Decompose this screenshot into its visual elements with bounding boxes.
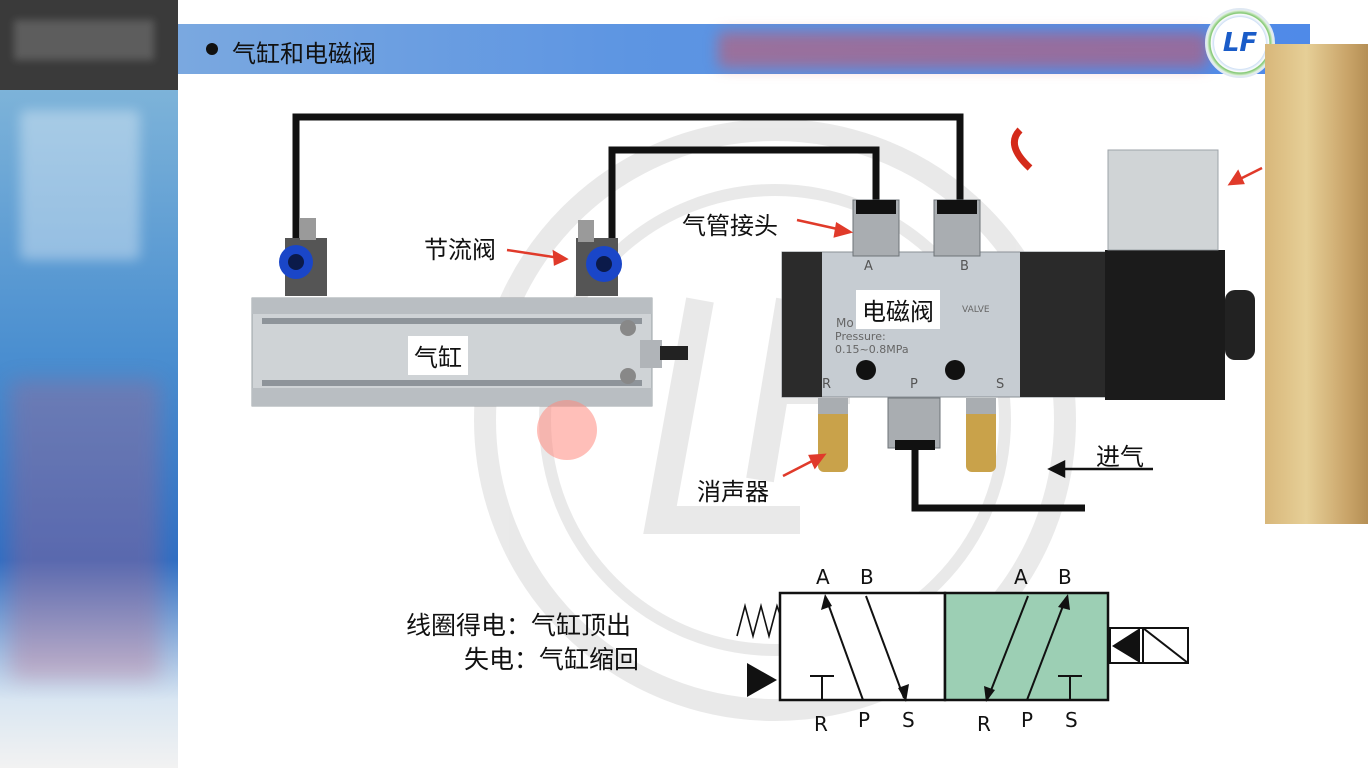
air-pipes [292, 113, 1085, 512]
valve-symbol: A B R P S A B R P S [736, 565, 1189, 736]
logo-text: LF [1222, 28, 1258, 58]
valve-port-label: P [910, 377, 918, 392]
valve-print-text: Mo [836, 316, 854, 330]
spring-icon [736, 602, 783, 640]
muffler-left [818, 398, 848, 472]
blurred-area [10, 380, 160, 680]
inlet-fitting [887, 397, 941, 450]
muffler-right [966, 398, 996, 472]
symbol-port-label: B [860, 565, 874, 589]
symbol-port-label: P [1021, 708, 1033, 732]
valve-left-position [778, 591, 947, 702]
bullet-icon [206, 43, 218, 55]
valve-port-label: B [960, 259, 969, 274]
valve-port-label: A [864, 259, 873, 274]
symbol-port-label: P [858, 708, 870, 732]
throttle-valve-left [279, 218, 327, 296]
symbol-port-label: S [1065, 708, 1078, 732]
condition-energized: 线圈得电：气缸顶出 [406, 611, 632, 640]
cursor-highlight [537, 400, 597, 460]
annotation-arrows [506, 166, 1263, 478]
symbol-port-label: A [1014, 565, 1028, 589]
webcam-photo [1265, 44, 1368, 524]
solenoid-actuator-icon [1108, 627, 1189, 664]
valve-right-position [943, 591, 1110, 702]
throttle-valve-right [576, 220, 622, 296]
title-bar: 气缸和电磁阀 [178, 24, 1310, 74]
spring-side-triangle-icon [747, 663, 777, 697]
blurred-area [14, 20, 154, 60]
symbol-port-label: B [1058, 565, 1072, 589]
valve-port-label: S [996, 377, 1004, 392]
valve-port-label: R [822, 377, 831, 392]
symbol-port-label: A [816, 565, 830, 589]
valve-print-text: 0.15~0.8MPa [835, 343, 909, 356]
air-inlet-arrow [1047, 459, 1153, 479]
symbol-port-label: R [977, 712, 991, 736]
condition-deenergized: 失电：气缸缩回 [464, 645, 640, 674]
solenoid-valve-body: Mo Pressure: 0.15~0.8MPa VALVE A B R P S [781, 149, 1255, 400]
red-cable [1010, 127, 1033, 171]
blurred-area [20, 110, 140, 260]
cylinder-body [251, 297, 688, 407]
blurred-watermark [718, 32, 1208, 68]
left-panel-blurred [0, 0, 178, 768]
air-fitting-a [852, 199, 900, 257]
symbol-port-label: S [902, 708, 915, 732]
symbol-port-label: R [814, 712, 828, 736]
air-fitting-b [933, 199, 981, 257]
valve-print-text: Pressure: [835, 330, 886, 343]
company-logo: LF [1205, 8, 1275, 78]
valve-print-text: VALVE [962, 305, 990, 315]
slide-title: 气缸和电磁阀 [232, 40, 376, 68]
